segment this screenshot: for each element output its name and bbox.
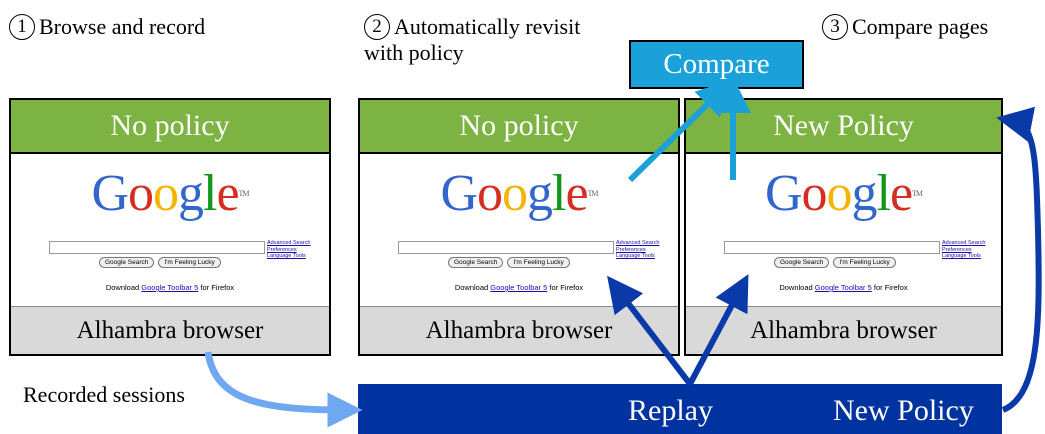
step-3-number: 3 xyxy=(822,14,848,40)
step-2-label: 2 Automatically revisit with policy xyxy=(364,14,580,66)
step-1-label: 1 Browse and record xyxy=(9,14,205,40)
step-1-number: 1 xyxy=(9,14,35,40)
arrow-replay-to-newpolicy xyxy=(687,274,749,386)
feeling-lucky-button: I'm Feeling Lucky xyxy=(833,257,896,268)
step-3-label: 3 Compare pages xyxy=(822,14,988,40)
google-search-button: Google Search xyxy=(99,257,155,268)
step-2-number: 2 xyxy=(364,14,390,40)
panel-header: No policy xyxy=(11,100,329,154)
google-search-button: Google Search xyxy=(774,257,830,268)
google-search-input xyxy=(398,241,614,254)
replay-label: Replay xyxy=(628,394,713,427)
panel-footer: Alhambra browser xyxy=(11,306,329,354)
toolbar-download-line: Download Google Toolbar 5 for Firefox xyxy=(779,283,908,292)
recorded-sessions-label: Recorded sessions xyxy=(23,382,185,407)
arrow-policy-to-panel xyxy=(996,106,1042,413)
step-2-text-line2: with policy xyxy=(364,40,464,65)
replay-bar xyxy=(358,384,1002,434)
google-logo: GoogleTM xyxy=(764,165,923,222)
new-policy-label: New Policy xyxy=(833,394,974,427)
arrow-replay-to-revisit xyxy=(607,275,693,386)
feeling-lucky-button: I'm Feeling Lucky xyxy=(507,257,570,268)
arrow-revisit-to-compare xyxy=(627,79,733,183)
step-3-text: Compare pages xyxy=(852,14,989,39)
feeling-lucky-button: I'm Feeling Lucky xyxy=(158,257,221,268)
google-search-input xyxy=(724,241,940,254)
toolbar-download-line: Download Google Toolbar 5 for Firefox xyxy=(454,283,584,292)
step-2-text-line1: Automatically revisit xyxy=(394,14,581,39)
toolbar-download-line: Download Google Toolbar 5 for Firefox xyxy=(105,283,235,292)
panel-header: New Policy xyxy=(686,100,1001,154)
google-logo: GoogleTM xyxy=(440,165,598,222)
step-1-text: Browse and record xyxy=(39,14,206,39)
google-search-button: Google Search xyxy=(448,257,504,268)
google-logo: GoogleTM xyxy=(91,165,249,222)
panel-header: No policy xyxy=(360,100,678,154)
arrow-recorded-sessions xyxy=(204,351,363,428)
google-search-input xyxy=(49,241,265,254)
